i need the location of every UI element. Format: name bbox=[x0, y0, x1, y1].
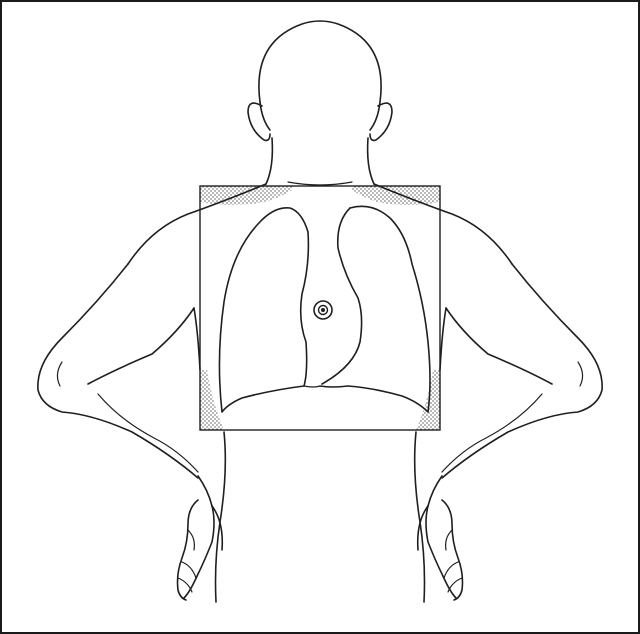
neck bbox=[266, 138, 374, 185]
left-ear bbox=[248, 103, 270, 140]
right-ear bbox=[370, 103, 392, 140]
left-lung bbox=[219, 208, 308, 412]
torso bbox=[216, 432, 425, 602]
left-arm bbox=[38, 264, 212, 506]
right-lung bbox=[320, 206, 430, 412]
diaphragm-line bbox=[304, 386, 320, 387]
right-arm bbox=[428, 264, 602, 506]
head bbox=[259, 21, 381, 130]
shoulders bbox=[128, 184, 512, 264]
central-ray-target-icon bbox=[314, 301, 332, 319]
